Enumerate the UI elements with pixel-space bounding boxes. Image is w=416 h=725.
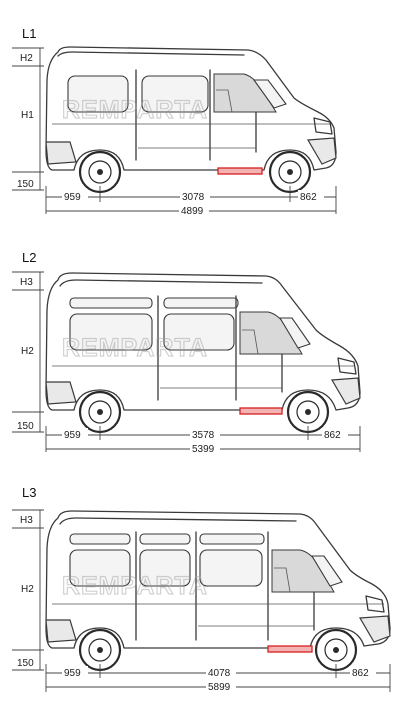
length-dimensions-l3: 959 4078 862 5899 (45, 664, 391, 693)
van-drawing-l3 (45, 510, 391, 672)
variant-label-l2: L2 (22, 250, 36, 265)
front-wheel-l1 (78, 150, 122, 194)
wheelbase-l3: 4078 (208, 668, 231, 679)
front-wheel-l2 (78, 390, 122, 434)
ground-clearance-l3: 150 (17, 658, 34, 669)
front-wheel-l3 (78, 628, 122, 672)
rear-overhang-l1: 862 (300, 192, 317, 203)
wheelbase-l1: 3078 (182, 192, 205, 203)
van-drawing-l1 (45, 46, 337, 194)
height-dimension-l2: H3 H2 150 (12, 271, 44, 433)
front-overhang-l1: 959 (64, 192, 81, 203)
ground-clearance-l1: 150 (17, 179, 34, 190)
height-label-l2-body: H2 (21, 346, 34, 357)
wheelbase-l2: 3578 (192, 430, 215, 441)
height-label-l3-top: H3 (20, 515, 33, 526)
overall-length-l3: 5899 (208, 682, 231, 693)
watermark-l2: REMPARTA (62, 334, 208, 362)
van-panel-l2: L2 H3 H2 150 (12, 250, 361, 455)
height-dimension-l3: H3 H2 150 (12, 509, 44, 671)
rear-wheel-l3 (314, 628, 358, 672)
overall-length-l1: 4899 (181, 206, 204, 217)
overall-length-l2: 5399 (192, 444, 215, 455)
height-label-l3-body: H2 (21, 584, 34, 595)
rear-overhang-l3: 862 (352, 668, 369, 679)
van-drawing-l2 (45, 272, 361, 434)
height-label-l1-body: H1 (21, 110, 34, 121)
rear-wheel-l2 (286, 390, 330, 434)
front-overhang-l3: 959 (64, 668, 81, 679)
variant-label-l1: L1 (22, 26, 36, 41)
van-panel-l1: L1 H2 H1 150 (12, 26, 337, 217)
ground-clearance-l2: 150 (17, 421, 34, 432)
rear-wheel-l1 (268, 150, 312, 194)
watermark-l3: REMPARTA (62, 572, 208, 600)
rear-overhang-l2: 862 (324, 430, 341, 441)
front-overhang-l2: 959 (64, 430, 81, 441)
van-panel-l3: L3 H3 H2 150 (12, 485, 391, 693)
length-dimensions-l1: 959 3078 862 4899 (45, 186, 337, 217)
variant-label-l3: L3 (22, 485, 36, 500)
height-label-l1-top: H2 (20, 53, 33, 64)
length-dimensions-l2: 959 3578 862 5399 (45, 426, 361, 455)
watermark-l1: REMPARTA (62, 96, 208, 124)
height-dimension-l1: H2 H1 150 (12, 47, 44, 191)
height-label-l2-top: H3 (20, 277, 33, 288)
